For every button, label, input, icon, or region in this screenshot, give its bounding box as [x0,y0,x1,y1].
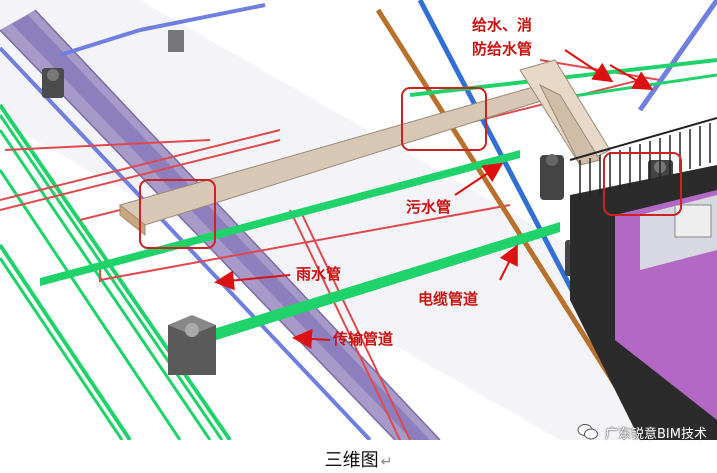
caption-text: 三维图 [324,450,379,471]
water-supply-duct [118,59,611,237]
rain-pipe-band [0,9,441,440]
label-rain-pipe: 雨水管 [296,265,341,283]
label-water-supply-1: 给水、消 [472,16,532,34]
highlight-box-left [139,179,216,249]
callout-arrows [214,49,654,349]
upper-pipe [637,0,717,112]
figure-caption: 三维图↵ [0,446,717,472]
branch-pipe [59,28,141,57]
highlight-boxes [139,87,682,249]
utility-tunnel [569,117,717,440]
watermark: 广东锐意BIM技术 [577,421,707,443]
ground-shading [0,0,717,440]
branch-pipe [139,3,266,32]
label-cable-duct: 电缆管道 [418,290,478,308]
bim-3d-scene: 给水、消 防给水管 污水管 雨水管 电缆管道 传输管道 [0,0,717,440]
highlight-box-center [401,87,487,151]
label-sewage-pipe: 污水管 [406,198,451,216]
label-transmission-duct: 传输管道 [332,330,393,348]
highlight-box-right [603,152,682,216]
return-mark: ↵ [380,454,393,470]
label-water-supply-2: 防给水管 [472,40,532,58]
watermark-text: 广东锐意BIM技术 [605,426,707,442]
caption-area: 三维图↵ [0,442,717,473]
pipe-joint [168,30,184,52]
wechat-icon [577,424,599,440]
